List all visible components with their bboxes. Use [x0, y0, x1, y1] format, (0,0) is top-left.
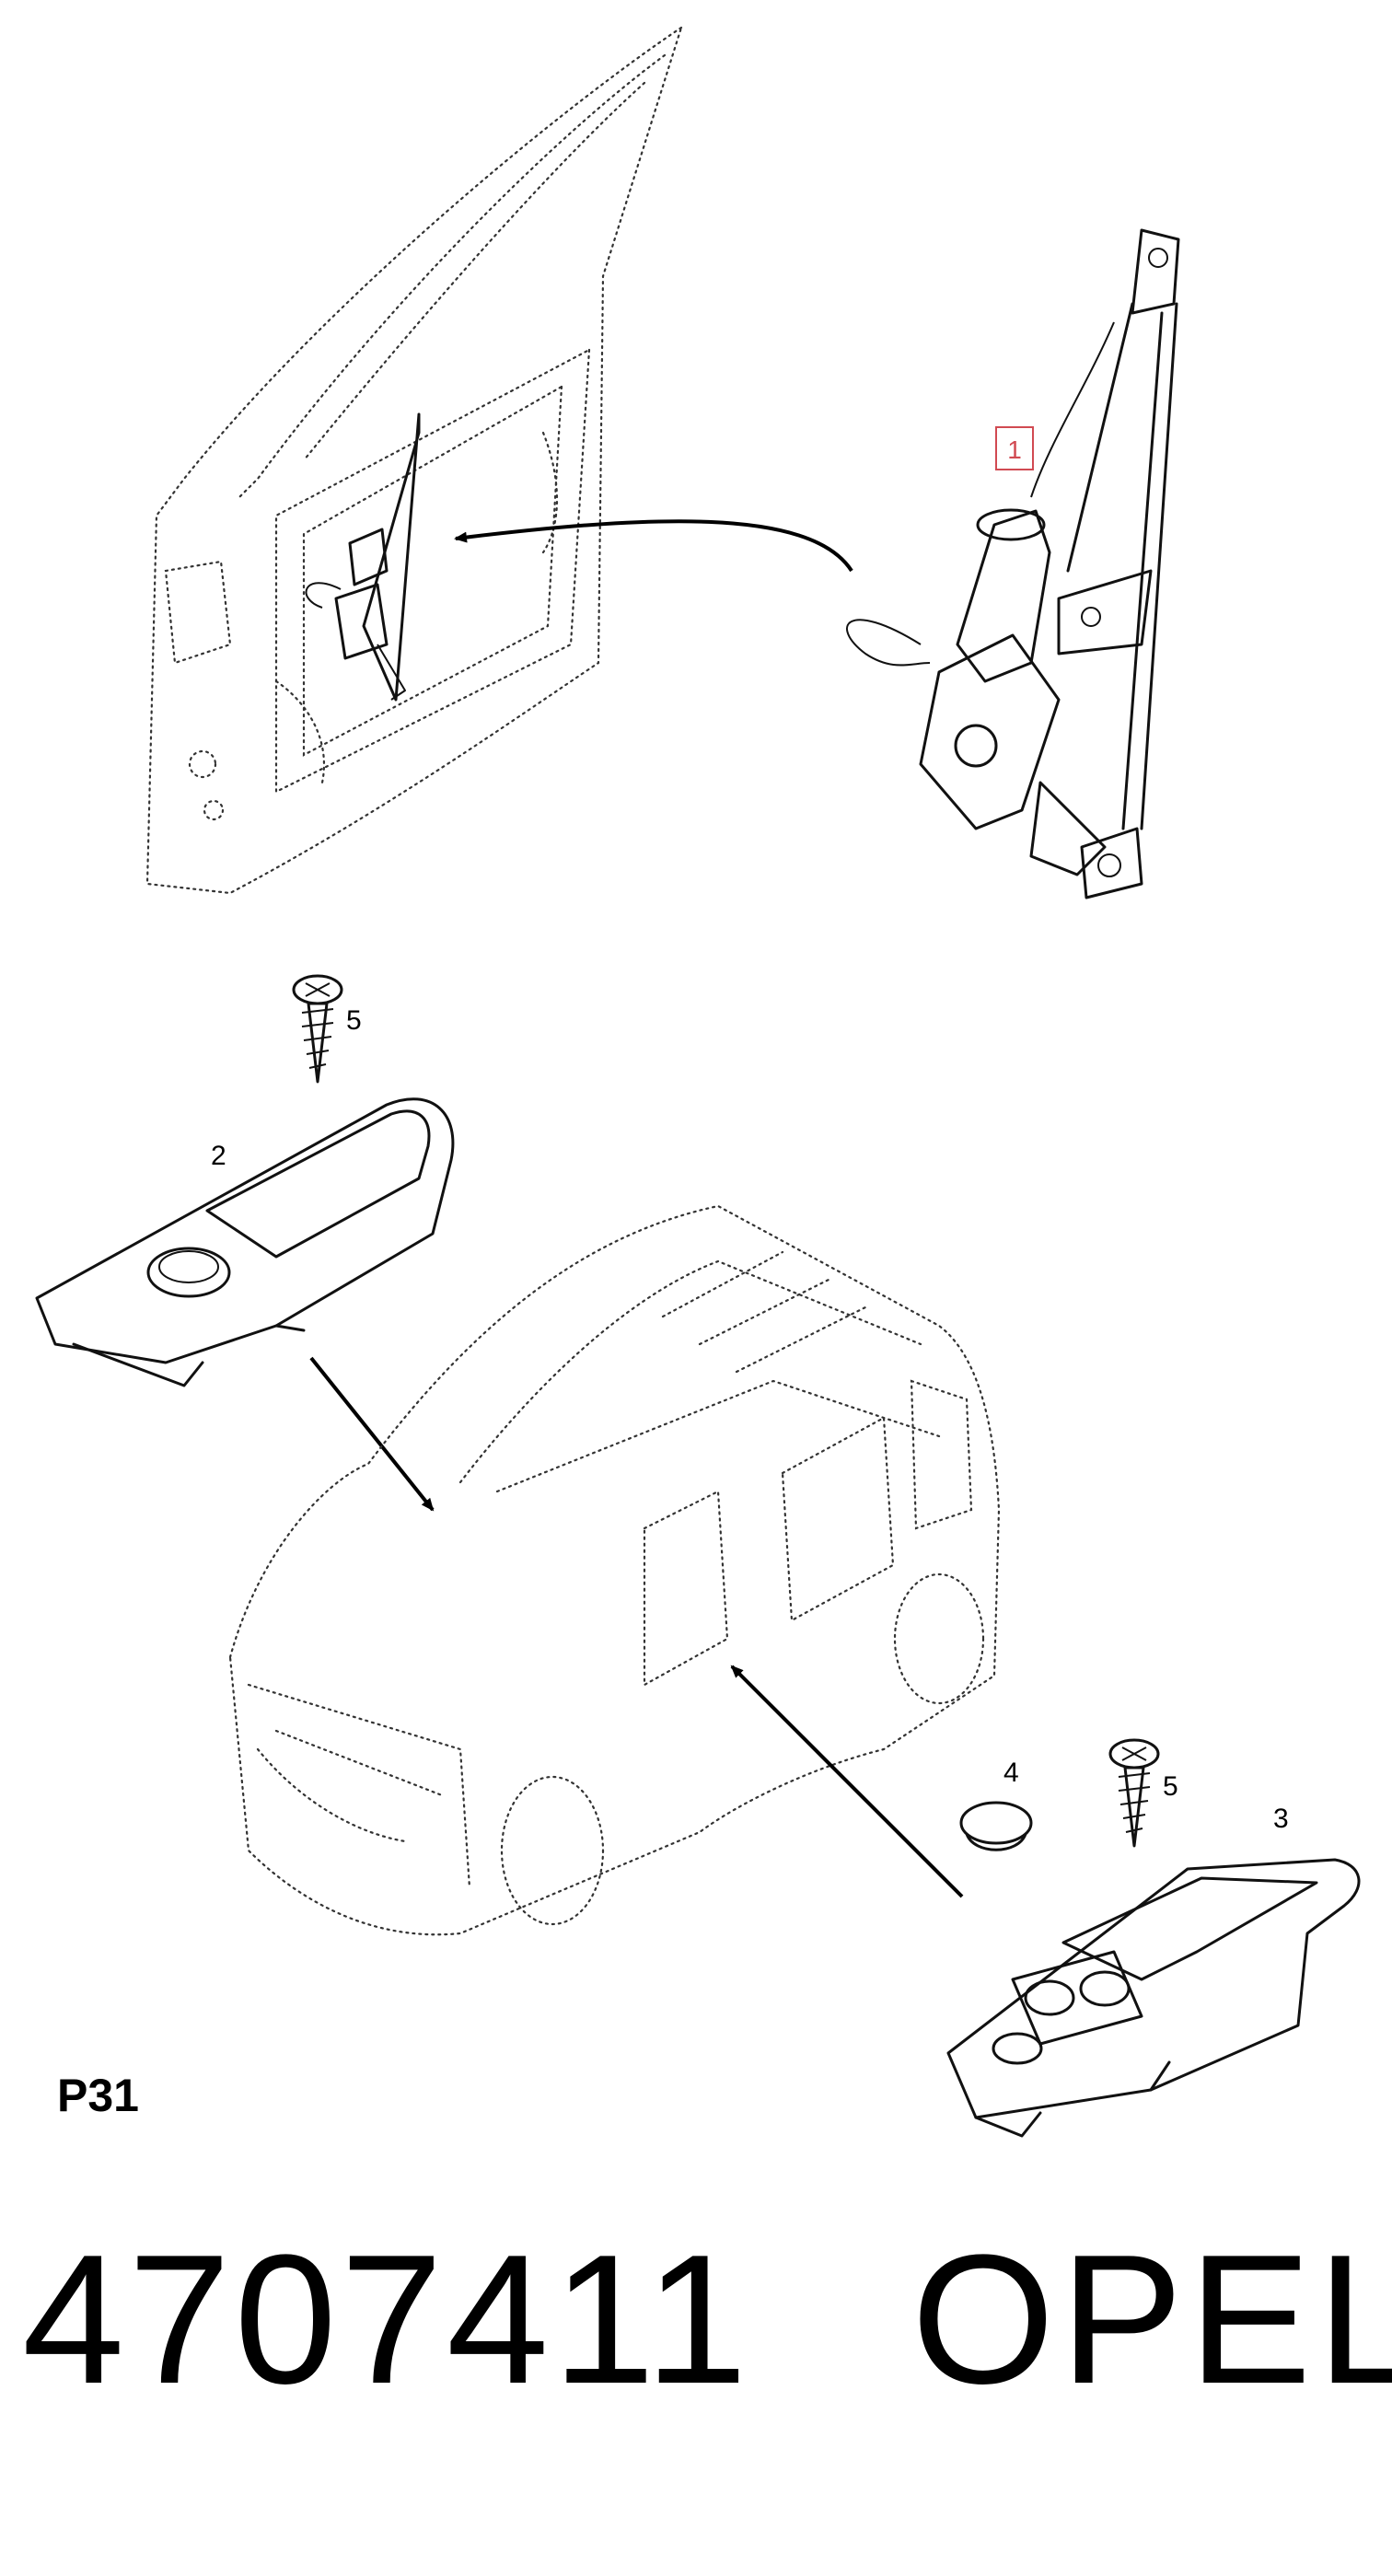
plug-cap [959, 1801, 1033, 1851]
callout-2: 2 [211, 1141, 226, 1171]
vehicle-illustration [228, 1204, 1001, 1936]
screw-top [292, 974, 343, 1084]
part-number: 4707411 [22, 2217, 751, 2422]
arrow-switch-left-to-vehicle [309, 1356, 435, 1512]
screw-bottom [1108, 1738, 1160, 1848]
door-regulator-small [305, 412, 421, 702]
door-panel-illustration [145, 25, 683, 895]
callout-3: 3 [1273, 1804, 1289, 1834]
arrow-switch-right-to-vehicle [730, 1665, 964, 1898]
switch-right [946, 1858, 1361, 2138]
callout-5-bottom: 5 [1163, 1771, 1178, 1802]
callout-5-top: 5 [346, 1005, 362, 1036]
arrow-regulator-to-door [454, 519, 853, 573]
window-regulator [846, 228, 1180, 899]
svg-text:1: 1 [1007, 435, 1022, 464]
switch-left [35, 1097, 455, 1387]
page-code: P31 [57, 2070, 139, 2121]
callout-4: 4 [1003, 1758, 1019, 1788]
brand-name: OPEL [911, 2217, 1392, 2422]
callout-1: 1 [995, 426, 1034, 470]
